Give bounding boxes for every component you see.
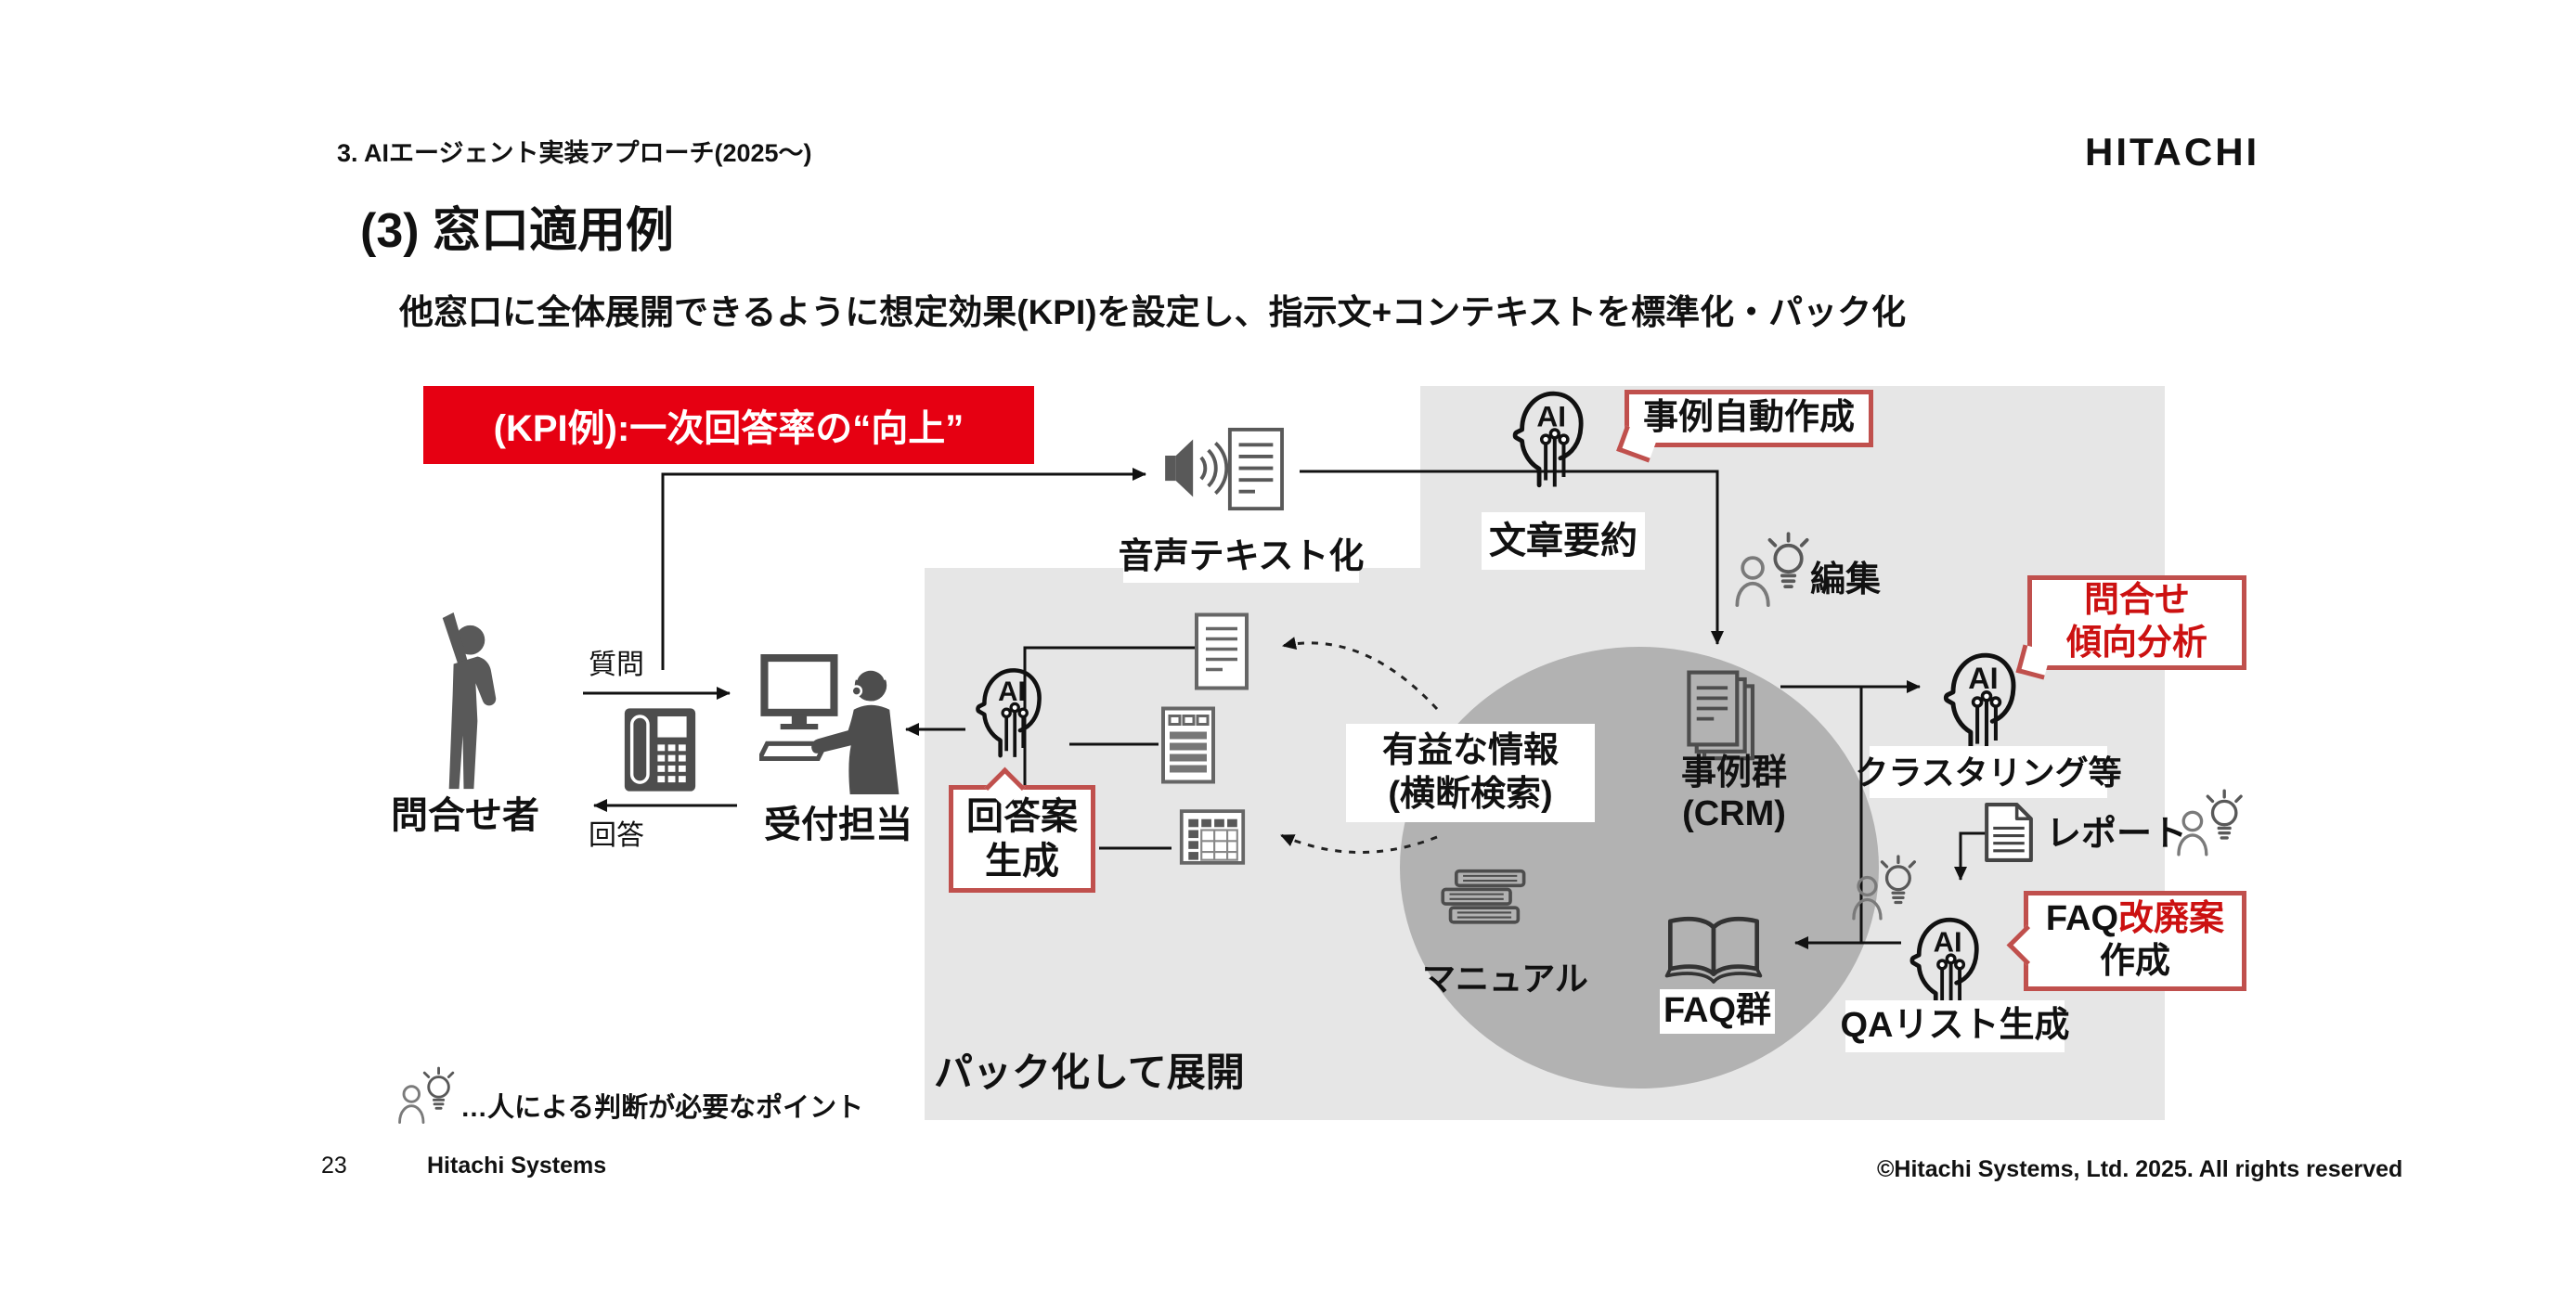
- clustering-text: クラスタリング等: [1855, 753, 2122, 792]
- receptionist-label: 受付担当: [764, 805, 913, 845]
- search-dashed-arrow-top: [1282, 637, 1439, 711]
- inquirer-label: 問合せ者: [391, 795, 539, 836]
- legend-text: …人による判断が必要なポイント: [460, 1093, 864, 1123]
- faq-revision-line1: FAQ改廃案: [2046, 898, 2224, 941]
- answer-draft-line1: 回答案: [966, 796, 1078, 837]
- faq-open-book-icon: [1662, 911, 1766, 994]
- faq-revision-black: FAQ: [2045, 899, 2119, 939]
- pack-deploy-label: パック化して展開: [934, 1050, 1245, 1094]
- useful-info-label: 有益な情報 (横断検索): [1346, 724, 1595, 822]
- voice-capture-arrow: [661, 468, 1146, 670]
- report-review-person-bulb-icon: [2176, 779, 2252, 868]
- report-to-qa-arrow: [1954, 831, 1996, 881]
- qa-list-label: QAリスト生成: [1841, 1000, 2070, 1052]
- faq-revision-red: 改廃案: [2118, 899, 2225, 939]
- qa-list-text: QAリスト生成: [1840, 1006, 2070, 1046]
- footer-company: Hitachi Systems: [427, 1153, 607, 1179]
- answer-draft-line2: 生成: [985, 841, 1059, 882]
- voice-to-text-label: 音声テキスト化: [1119, 533, 1364, 583]
- manual-books-icon: [1437, 863, 1534, 947]
- inquiry-trend-callout: 問合せ 傾向分析: [2015, 575, 2246, 680]
- inquiry-trend-line1: 問合せ: [2083, 581, 2190, 621]
- receptionist-icon: [756, 653, 915, 799]
- edit-label: 編集: [1810, 560, 1882, 599]
- kpi-banner: (KPI例):一次回答率の“向上”: [423, 386, 1034, 464]
- answer-ai-head-icon: [969, 659, 1045, 766]
- auto-case-callout: 事例自動作成: [1616, 390, 1873, 463]
- section-title: 3. AIエージェント実装アプローチ(2025〜): [337, 139, 812, 167]
- faq-revision-line2: 作成: [2099, 942, 2170, 981]
- form-document-icon: [1160, 705, 1216, 790]
- footer-copyright: ©Hitachi Systems, Ltd. 2025. All rights …: [1877, 1156, 2403, 1182]
- search-dashed-arrow-bottom: [1280, 833, 1438, 854]
- case-group-line1: 事例群: [1680, 754, 1787, 792]
- inquiry-trend-line2: 傾向分析: [2065, 624, 2207, 663]
- knowledge-circle: [1400, 647, 1879, 1089]
- clustering-label: クラスタリング等: [1855, 746, 2122, 798]
- speaker-document-icon: [1162, 427, 1290, 517]
- useful-info-line2: (横断検索): [1388, 775, 1553, 814]
- table-document-icon: [1173, 809, 1251, 870]
- text-document-icon: [1194, 611, 1249, 697]
- legend-person-bulb-icon: [397, 1058, 462, 1135]
- edit-person-bulb-icon: [1734, 527, 1819, 613]
- hitachi-logo: HITACHI: [2085, 130, 2260, 174]
- summary-label: 文章要約: [1482, 512, 1645, 570]
- answer-draft-callout: 回答案 生成: [949, 766, 1095, 893]
- page-number: 23: [321, 1153, 347, 1179]
- faq-group-text: FAQ群: [1663, 991, 1772, 1031]
- report-document-icon: [1983, 802, 2035, 868]
- subtitle: 他窓口に全体展開できるように想定効果(KPI)を設定し、指示文+コンテキストを標…: [399, 293, 1907, 331]
- stt-to-case-arrow: [1300, 470, 1724, 645]
- answer-label: 回答: [589, 820, 644, 851]
- faq-revision-callout: FAQ改廃案 作成: [2006, 891, 2246, 991]
- case-group-label: 事例群 (CRM): [1652, 754, 1816, 834]
- phone-icon: [624, 707, 696, 797]
- inquirer-person-icon: [416, 612, 513, 801]
- auto-case-text: 事例自動作成: [1642, 398, 1855, 438]
- page-title: (3) 窓口適用例: [360, 204, 675, 258]
- case-group-docs-icon: [1682, 670, 1764, 775]
- kpi-banner-text: (KPI例):一次回答率の“向上”: [493, 408, 964, 449]
- case-group-line2: (CRM): [1682, 793, 1786, 833]
- question-label: 質問: [589, 650, 644, 680]
- summary-text: 文章要約: [1489, 521, 1638, 561]
- summary-ai-head-icon: [1506, 382, 1587, 495]
- clustering-ai-head-icon: [1936, 644, 2020, 758]
- report-label: レポート: [2046, 815, 2188, 854]
- useful-info-line1: 有益な情報: [1381, 730, 1559, 770]
- faq-group-label: FAQ群: [1660, 989, 1775, 1034]
- manual-label: マニュアル: [1422, 960, 1588, 998]
- voice-to-text-text: 音声テキスト化: [1118, 537, 1365, 577]
